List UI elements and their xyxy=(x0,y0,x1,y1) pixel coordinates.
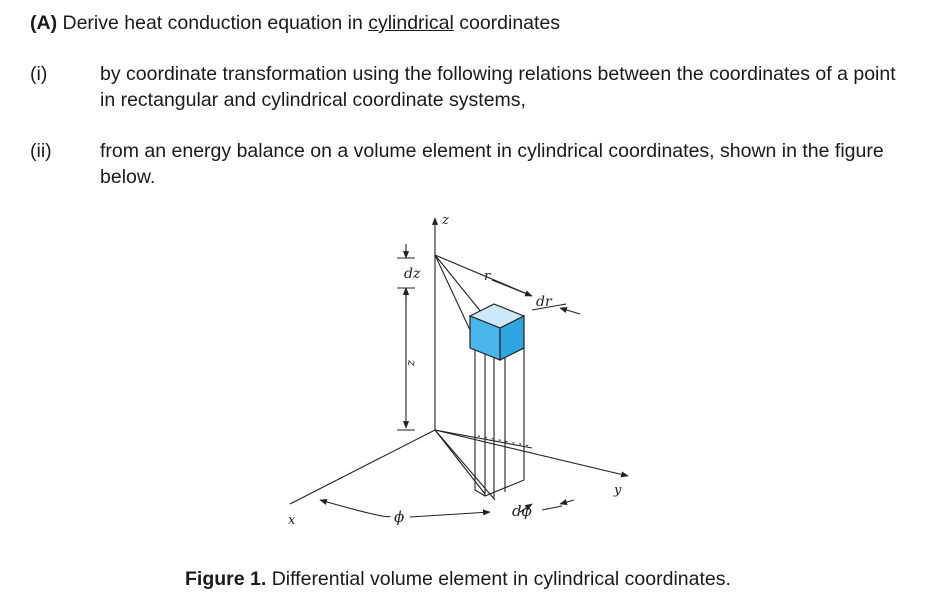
list-item-line: below. xyxy=(100,165,156,188)
figure-caption: Figure 1. Differential volume element in… xyxy=(185,566,731,592)
section-heading: (A) Derive heat conduction equation in c… xyxy=(30,10,560,36)
list-item-line: by coordinate transformation using the f… xyxy=(100,63,896,85)
x-axis-line xyxy=(289,429,436,505)
list-item-line: from an energy balance on a volume eleme… xyxy=(100,140,884,162)
dphi-label: dϕ xyxy=(512,502,532,520)
cube-side-face xyxy=(499,315,525,361)
caption-label: Figure 1. xyxy=(185,568,267,590)
heading-label: (A) xyxy=(30,12,58,34)
z-axis-label: z xyxy=(441,213,449,228)
heading-text-after: coordinates xyxy=(453,12,561,34)
x-axis-label: x xyxy=(288,513,296,528)
heading-text-before: Derive heat conduction equation in xyxy=(57,12,369,34)
cylindrical-volume-element-figure: z dz z r dr y x ϕ dϕ xyxy=(270,210,650,530)
list-item-body: by coordinate transformation using the f… xyxy=(100,62,910,113)
list-item-number: (i) xyxy=(30,63,48,85)
phi-label: ϕ xyxy=(394,508,404,526)
caption-text: Differential volume element in cylindric… xyxy=(266,568,731,590)
list-item-body: from an energy balance on a volume eleme… xyxy=(100,139,910,190)
list-item-number: (ii) xyxy=(30,140,52,162)
r-label: r xyxy=(484,269,491,284)
heading-underlined-word: cylindrical xyxy=(368,12,454,34)
dr-label: dr xyxy=(536,294,553,310)
z-height-label: z xyxy=(405,359,419,367)
list-item-line: in rectangular and cylindrical coordinat… xyxy=(100,88,526,111)
y-axis-line xyxy=(434,429,629,478)
dz-label: dz xyxy=(404,266,421,282)
figure-diagram: z dz z r dr y x ϕ dϕ xyxy=(288,213,629,528)
y-axis-label: y xyxy=(613,483,622,498)
